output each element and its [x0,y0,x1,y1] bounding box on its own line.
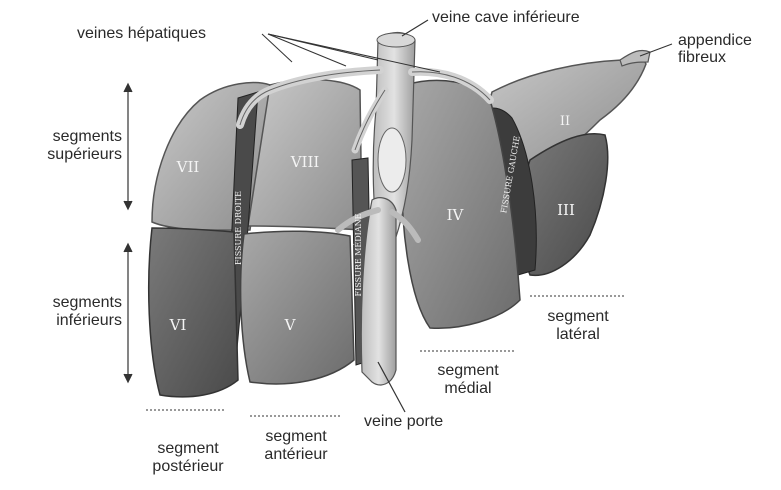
inferior-range-arrow [124,244,132,382]
segment-vi-shape [149,228,238,397]
anterior-segment-label: segment antérieur [248,428,344,464]
lateral-segment-label: segment latéral [530,308,626,344]
anterior-segment-line-2: antérieur [248,446,344,464]
segment-v-label: V [284,316,297,334]
portal-vein-label: veine porte [364,413,443,431]
inferior-segments-line-2: inférieurs [22,312,122,330]
lateral-segment-line-1: segment [530,308,626,326]
medial-segment-line-2: médial [420,380,516,398]
posterior-segment-label: segment postérieur [140,440,236,476]
ivc-label: veine cave inférieure [432,9,580,27]
superior-segments-line-1: segments [30,128,122,146]
medial-segment-line-1: segment [420,362,516,380]
segment-vii-label: VII [176,158,200,176]
fibrous-appendix-label: appendice fibreux [678,32,752,66]
inferior-segments-line-1: segments [22,294,122,312]
lateral-segment-line-2: latéral [530,326,626,344]
segment-viii-label: VIII [290,153,320,171]
segment-vi-label: VI [169,316,187,334]
posterior-segment-line-1: segment [140,440,236,458]
fibrous-appendix-line-2: fibreux [678,49,752,66]
fissure-median-label: FISSURE MÉDIANE [354,213,363,296]
superior-segments-label: segments supérieurs [30,128,122,164]
posterior-segment-line-2: postérieur [140,458,236,476]
segment-v-shape [241,231,354,384]
fibrous-appendix-line-1: appendice [678,32,752,49]
superior-range-arrow [124,84,132,209]
inferior-segments-label: segments inférieurs [22,294,122,330]
fissure-right-label: FISSURE DROITE [234,191,243,265]
segment-iv-label: IV [447,206,465,224]
medial-segment-label: segment médial [420,362,516,398]
superior-segments-line-2: supérieurs [30,146,122,164]
ivc-leader [402,20,428,36]
anterior-segment-line-1: segment [248,428,344,446]
segment-iii-label: III [557,201,575,219]
hepatic-veins-label: veines hépatiques [77,25,206,43]
appendix-leader [640,44,672,56]
segment-ii-label: II [560,114,570,129]
